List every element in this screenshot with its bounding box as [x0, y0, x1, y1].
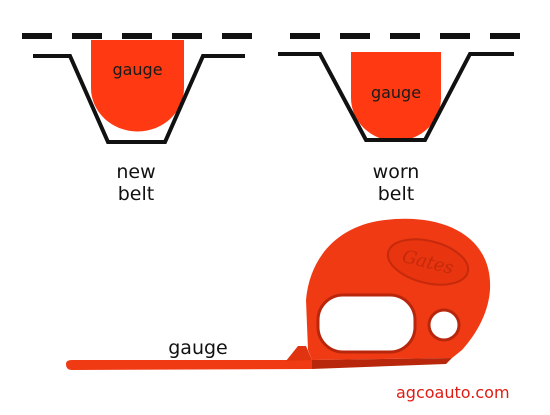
site-credit: agcoauto.com	[396, 383, 510, 402]
worn-belt-caption-line1: worn	[372, 161, 420, 183]
worn-belt-groove	[278, 52, 514, 142]
worn-belt-caption: worn belt	[356, 161, 436, 205]
gauge-tool-edge-shadow	[312, 358, 452, 369]
gauge-tool-flap	[286, 346, 312, 361]
new-belt-caption: new belt	[96, 161, 176, 205]
new-belt-gauge-shape	[91, 40, 184, 132]
gauge-tool-small-hole	[427, 308, 461, 342]
new-belt-caption-line2: belt	[117, 183, 155, 205]
worn-belt-panel	[278, 33, 530, 142]
new-belt-panel	[22, 33, 260, 144]
gauge-tool-label: gauge	[168, 337, 228, 359]
gauge-tool-blade	[66, 360, 312, 370]
worn-belt-gauge-shape	[351, 52, 441, 141]
gauge-tool-logo-oval	[386, 238, 470, 286]
new-belt-groove	[33, 54, 245, 144]
worn-belt-caption-line2: belt	[377, 183, 415, 205]
worn-belt-gauge-label: gauge	[370, 83, 422, 102]
new-belt-caption-line1: new	[116, 161, 156, 183]
gauge-tool: Gates	[66, 218, 491, 370]
new-belt-gauge-label: gauge	[112, 60, 163, 79]
gauge-tool-large-cutout	[316, 293, 417, 354]
